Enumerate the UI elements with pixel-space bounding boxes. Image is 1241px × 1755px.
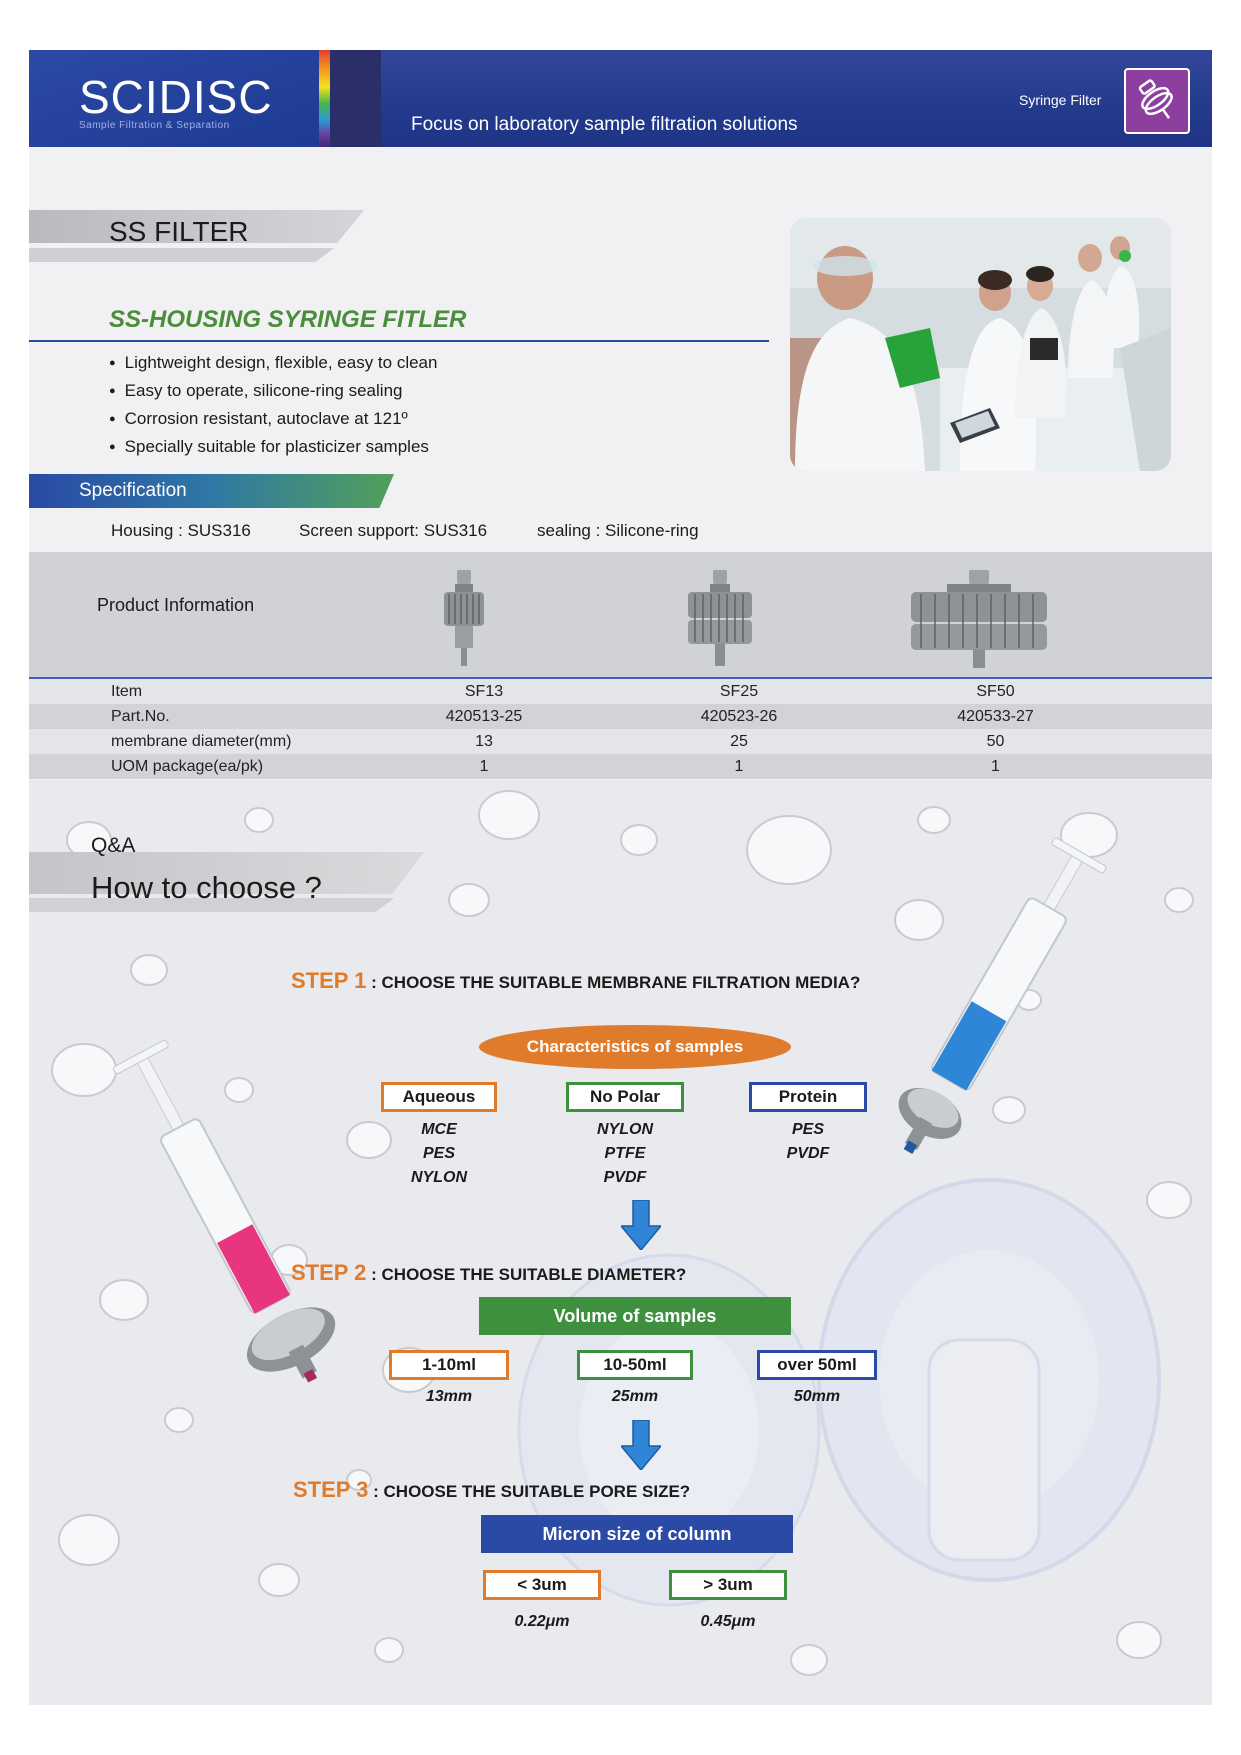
list-item: PES [791,1121,824,1138]
pink-syringe-image [113,1039,336,1383]
rainbow-stripe [319,50,330,147]
table-cell: 1 [609,754,869,779]
product-category: Syringe Filter [1019,92,1102,108]
list-item: NYLON [411,1169,467,1186]
table-cell: 13 [359,729,609,754]
title-banner [29,210,364,243]
diameter-50mm: 50mm [793,1388,841,1405]
table-cell: 25 [609,729,869,754]
tagline: Focus on laboratory sample filtration so… [411,114,798,135]
brand-block [29,50,319,147]
volume-over-50ml-box: over 50ml [757,1350,877,1380]
table-row: UOM package(ea/pk) 1 1 1 [29,754,1212,779]
table-cell: 1 [359,754,609,779]
product-spec-table: Item SF13 SF25 SF50 Part.No. 420513-25 4… [29,679,1212,779]
sf25-filter-image [688,570,752,666]
step3-number: STEP 3 [293,1477,369,1502]
aqueous-media-list: MCE PES NYLON [381,1118,497,1190]
spec-housing: Housing : SUS316 [111,521,251,540]
step3-heading: STEP 3 : CHOOSE THE SUITABLE PORE SIZE? [293,1477,690,1503]
step1-number: STEP 1 [291,968,367,993]
micron-size-bar: Micron size of column [481,1515,793,1553]
table-row: membrane diameter(mm) 13 25 50 [29,729,1212,754]
table-cell: SF13 [359,679,609,704]
product-info-label: Product Information [97,595,255,615]
table-cell: UOM package(ea/pk) [29,754,359,779]
product-info-rule [29,677,1212,679]
list-item: MCE [421,1121,457,1138]
list-item: PVDF [603,1169,647,1186]
diameter-13mm: 13mm [425,1388,473,1405]
pore-size-045: 0.45μm [700,1613,756,1630]
brand-logo: SCIDISC [79,71,273,123]
dark-stripe [330,50,381,147]
table-cell: 420523-26 [609,704,869,729]
qa-heading: How to choose ? [91,870,322,905]
list-item: PTFE [604,1145,646,1162]
feature-item: Specially suitable for plasticizer sampl… [109,434,437,462]
table-cell: 420513-25 [359,704,609,729]
pore-over-3um-box: > 3um [669,1570,787,1600]
table-cell: 50 [869,729,1212,754]
qa-label: Q&A [91,834,136,857]
feature-item: Easy to operate, silicone-ring sealing [109,378,437,406]
syringe-filter-icon [1124,68,1190,134]
step2-heading: STEP 2 : CHOOSE THE SUITABLE DIAMETER? [291,1260,686,1286]
step2-number: STEP 2 [291,1260,367,1285]
subtitle-rule [29,340,769,342]
list-item: PVDF [786,1145,830,1162]
no-polar-media-list: NYLON PTFE PVDF [566,1118,684,1190]
header-banner: SCIDISC Sample Filtration & Separation F… [29,50,1212,147]
pore-under-3um-box: < 3um [483,1570,601,1600]
spec-sealing: sealing : Silicone-ring [537,521,699,540]
spec-screen-support: Screen support: SUS316 [299,521,488,540]
step1-text: : CHOOSE THE SUITABLE MEMBRANE FILTRATIO… [366,973,861,992]
qa-banner [29,852,424,894]
volume-1-10ml-box: 1-10ml [389,1350,509,1380]
list-item: PES [422,1145,455,1162]
step2-text: : CHOOSE THE SUITABLE DIAMETER? [366,1265,687,1284]
no-polar-box: No Polar [566,1082,684,1112]
characteristics-pill: Characteristics of samples [479,1025,791,1069]
title-banner-underline [29,248,334,262]
specification-bar [29,474,394,508]
protein-media-list: PES PVDF [749,1118,867,1166]
table-row: Item SF13 SF25 SF50 [29,679,1212,704]
blue-syringe-image [898,837,1107,1155]
feature-item: Lightweight design, flexible, easy to cl… [109,350,438,378]
table-cell: SF25 [609,679,869,704]
feature-item: Corrosion resistant, autoclave at 121º [109,406,437,434]
brand-subtitle: Sample Filtration & Separation [79,120,230,131]
table-cell: Part.No. [29,704,359,729]
list-item: NYLON [597,1121,653,1138]
table-cell: membrane diameter(mm) [29,729,359,754]
volume-10-50ml-box: 10-50ml [577,1350,693,1380]
brochure-page: SCIDISC Sample Filtration & Separation F… [29,50,1212,1705]
protein-box: Protein [749,1082,867,1112]
step3-text: : CHOOSE THE SUITABLE PORE SIZE? [368,1482,691,1501]
product-subtitle: SS-HOUSING SYRINGE FITLER [109,306,467,333]
step1-heading: STEP 1 : CHOOSE THE SUITABLE MEMBRANE FI… [291,968,860,994]
pore-size-022: 0.22μm [514,1613,570,1630]
table-cell: Item [29,679,359,704]
table-cell: SF50 [869,679,1212,704]
qa-banner-underline [29,898,394,912]
diameter-25mm: 25mm [611,1388,659,1405]
page-title: SS FILTER [109,216,249,247]
down-arrow-icon [621,1200,661,1250]
sf13-filter-image [444,570,484,666]
lab-photo [790,218,1171,471]
down-arrow-icon [621,1420,661,1470]
table-cell: 420533-27 [869,704,1212,729]
aqueous-box: Aqueous [381,1082,497,1112]
sf50-filter-image [911,570,1047,668]
feature-list: Lightweight design, flexible, easy to cl… [109,350,438,462]
volume-of-samples-bar: Volume of samples [479,1297,791,1335]
table-row: Part.No. 420513-25 420523-26 420533-27 [29,704,1212,729]
specification-label: Specification [79,480,187,501]
table-cell: 1 [869,754,1212,779]
